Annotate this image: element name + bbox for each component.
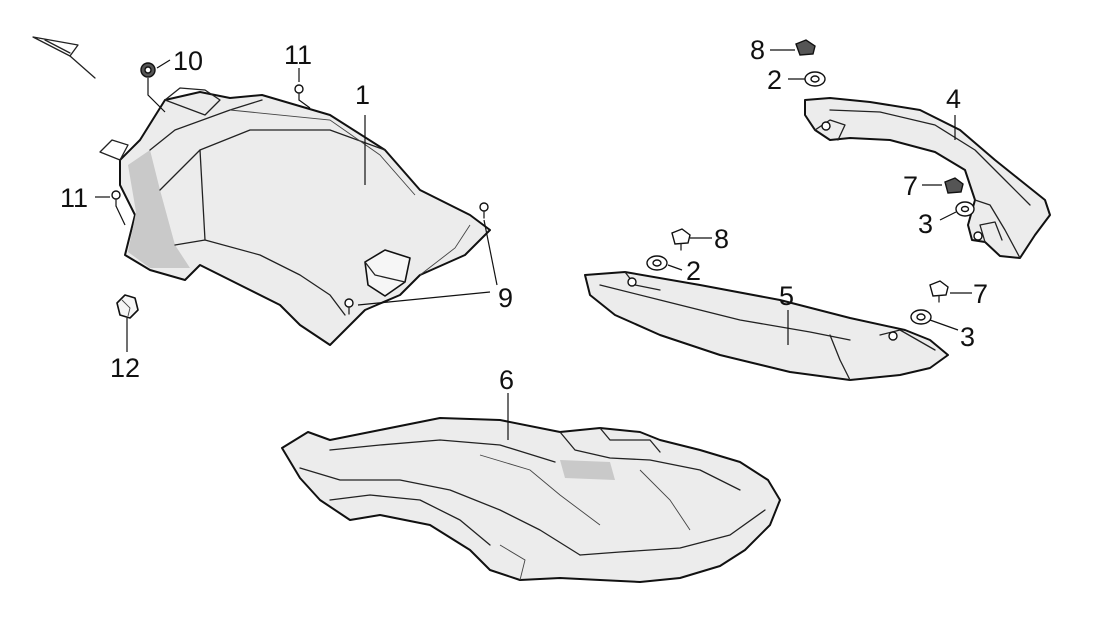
fastener-7-top <box>944 177 964 194</box>
fastener-8-top <box>795 39 816 56</box>
part-1-inner-cover <box>99 87 491 346</box>
fastener-9-bottom <box>344 298 354 315</box>
direction-arrow-icon <box>32 36 96 79</box>
callout-7-top: 7 <box>903 171 918 201</box>
fastener-10 <box>140 62 156 78</box>
callout-4: 4 <box>946 84 961 114</box>
callout-3-top: 3 <box>918 209 933 239</box>
part-12-clip <box>116 294 139 319</box>
callout-7-bottom: 7 <box>973 279 988 309</box>
callout-11-top: 11 <box>284 40 312 70</box>
callout-3-bottom: 3 <box>960 322 975 352</box>
callout-9: 9 <box>498 283 513 313</box>
part-5-lower-rail <box>584 271 949 381</box>
callout-2-top: 2 <box>767 65 782 95</box>
callout-8-top: 8 <box>750 35 765 65</box>
fastener-7-bottom <box>929 280 949 303</box>
fastener-9-right <box>479 202 489 219</box>
washer-2-top <box>804 71 826 87</box>
callout-10: 10 <box>173 46 203 76</box>
fastener-8-bottom <box>671 228 691 251</box>
washer-3-top <box>955 201 975 217</box>
callout-11-left: 11 <box>60 183 88 213</box>
leader-lines <box>95 49 972 440</box>
washer-3-bottom <box>910 309 932 325</box>
callout-8-bottom: 8 <box>714 224 729 254</box>
callout-2-bottom: 2 <box>686 256 701 286</box>
part-6-storage-tray <box>281 417 781 583</box>
callout-1: 1 <box>355 80 370 110</box>
callout-12: 12 <box>110 353 140 383</box>
callout-6: 6 <box>499 365 514 395</box>
fastener-11-left <box>111 190 121 207</box>
fastener-11-top <box>294 84 304 101</box>
callout-5: 5 <box>779 281 794 311</box>
washer-2-bottom <box>646 255 668 271</box>
